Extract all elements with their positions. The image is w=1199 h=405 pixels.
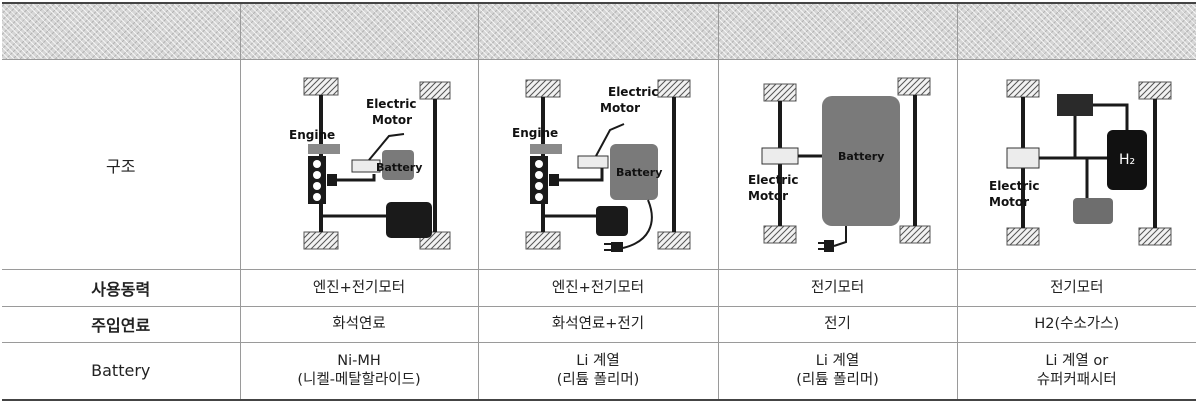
structure-cell-ev: Battery Electric Motor <box>717 58 958 271</box>
wheel-icon <box>763 83 796 102</box>
wheel-icon <box>1006 79 1040 98</box>
cell-text: (니켈-메탈할라이드) <box>297 371 421 388</box>
wheel-icon <box>657 231 691 250</box>
table-cell: H2(수소가스) <box>956 305 1196 343</box>
cell-text: 전기모터 <box>810 279 865 296</box>
cell-text: 엔진+전기모터 <box>551 279 645 296</box>
wheel-icon <box>419 81 451 100</box>
cell-text: (리튬 폴리머) <box>796 371 879 388</box>
table-cell: 전기모터 <box>717 269 958 307</box>
cell-text: (리튬 폴리머) <box>556 371 640 388</box>
wheel-icon <box>525 231 561 250</box>
table-cell: 엔진+전기모터 <box>477 269 719 307</box>
electric-drivetrain-diagram-icon: Battery Electric Motor <box>748 77 930 252</box>
motor-label: Motor <box>989 195 1029 209</box>
row-label-structure: 구조 <box>2 58 241 271</box>
table-cell: 전기모터 <box>956 269 1196 307</box>
header-cell <box>717 1 958 60</box>
motor-label: Motor <box>600 101 640 115</box>
table-cell: Li 계열 (리튬 폴리머) <box>477 341 719 401</box>
battery-label: Battery <box>376 161 422 174</box>
engine-label: Engine <box>289 128 335 142</box>
table-cell: 엔진+전기모터 <box>239 269 479 307</box>
battery-label: Battery <box>616 166 662 179</box>
table-row: 주입연료 화석연료 화석연료+전기 전기 H2(수소가스) <box>2 305 1196 343</box>
wheel-icon <box>1006 227 1040 246</box>
cell-text: Li 계열 <box>815 352 860 369</box>
cell-text: 화석연료 <box>332 315 386 332</box>
plugin-hybrid-drivetrain-diagram-icon: Engine Electric Motor Battery <box>512 79 691 252</box>
structure-cell-hev: Engine Electric Motor Battery <box>239 58 479 271</box>
cell-text: 엔진+전기모터 <box>312 279 406 296</box>
table-row: Battery Ni-MH (니켈-메탈할라이드) Li 계열 (리튬 폴리머) L… <box>2 341 1196 401</box>
header-cell <box>477 1 719 60</box>
cell-text: Li 계열 or <box>1045 352 1109 369</box>
fuel-cell-drivetrain-diagram-icon: H₂ Electric Motor <box>989 79 1172 246</box>
motor-label: Motor <box>748 189 788 203</box>
cell-text: 슈퍼커패시터 <box>1036 371 1117 388</box>
table-cell: 화석연료 <box>239 305 479 343</box>
battery-label: Battery <box>838 150 884 163</box>
row-label-fuel: 주입연료 <box>2 305 241 343</box>
structure-cell-fcev: H₂ Electric Motor <box>956 58 1196 271</box>
wheel-icon <box>657 79 691 98</box>
wheel-icon <box>897 77 930 96</box>
structure-cell-phev: Engine Electric Motor Battery <box>477 58 719 271</box>
table-cell: 화석연료+전기 <box>477 305 719 343</box>
motor-label: Motor <box>372 113 412 127</box>
electric-label: Electric <box>608 85 658 99</box>
cell-text: 화석연료+전기 <box>551 315 645 332</box>
cell-text: H2(수소가스) <box>1034 315 1120 332</box>
wheel-icon <box>525 79 561 98</box>
electric-label: Electric <box>748 173 798 187</box>
wheel-icon <box>763 225 796 244</box>
engine-label: Engine <box>512 126 558 140</box>
structure-row: 구조 <box>2 58 1196 271</box>
cell-text: Ni-MH <box>337 352 381 369</box>
wheel-icon <box>1138 81 1172 100</box>
header-cell <box>956 1 1196 60</box>
table-cell: Li 계열 (리튬 폴리머) <box>717 341 958 401</box>
wheel-icon <box>1138 227 1172 246</box>
table-cell: 전기 <box>717 305 958 343</box>
header-cell <box>239 1 479 60</box>
wheel-icon <box>899 225 930 244</box>
hybrid-drivetrain-diagram-icon: Engine Electric Motor Battery <box>289 77 451 250</box>
hydrogen-tank-label: H₂ <box>1119 152 1135 168</box>
wheel-icon <box>303 77 339 96</box>
cell-text: Li 계열 <box>576 352 620 369</box>
cell-text: 전기 <box>824 315 851 332</box>
row-label-battery: Battery <box>2 341 241 401</box>
row-label-power-source: 사용동력 <box>2 269 241 307</box>
wheel-icon <box>303 231 339 250</box>
charging-plug-icon <box>817 239 834 252</box>
electric-label: Electric <box>366 97 416 111</box>
electric-label: Electric <box>989 179 1039 193</box>
table-cell: Ni-MH (니켈-메탈할라이드) <box>239 341 479 401</box>
charging-plug-icon <box>604 241 623 252</box>
table-row: 사용동력 엔진+전기모터 엔진+전기모터 전기모터 전기모터 <box>2 269 1196 307</box>
table-cell: Li 계열 or 슈퍼커패시터 <box>956 341 1196 401</box>
cell-text: 전기모터 <box>1050 279 1104 296</box>
header-row <box>2 1 1196 60</box>
header-cell <box>2 1 241 60</box>
